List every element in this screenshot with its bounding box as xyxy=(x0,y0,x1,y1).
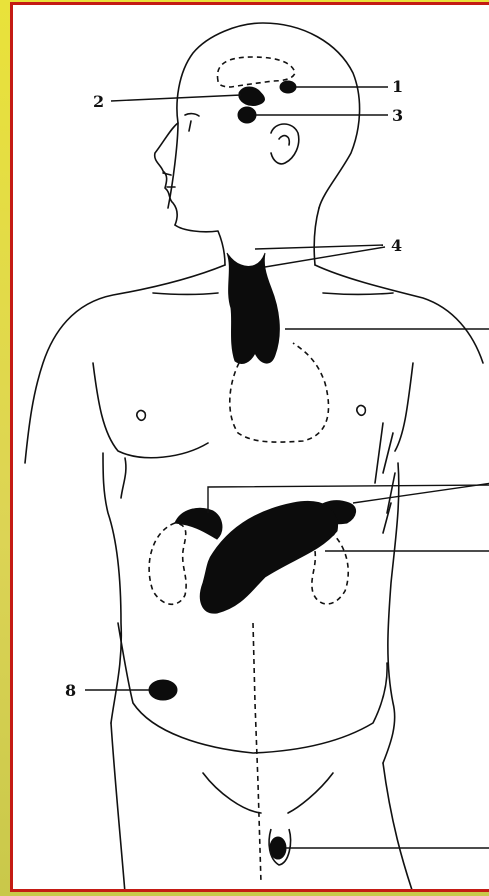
leader-2 xyxy=(111,95,241,101)
waist-left xyxy=(103,453,121,723)
gland-3 xyxy=(238,107,256,123)
nipple-right xyxy=(357,405,366,415)
gland-pancreas xyxy=(200,501,337,613)
nipple-left xyxy=(137,410,146,420)
label-4: 4 xyxy=(391,236,402,255)
neck-back xyxy=(314,208,319,265)
endocrine-diagram: 1 2 3 4 8 xyxy=(13,5,489,892)
kidney-left-dashed xyxy=(149,523,186,604)
label-1: 1 xyxy=(392,77,403,96)
leader-4b xyxy=(265,247,385,267)
groin-left xyxy=(203,773,261,813)
gland-2 xyxy=(239,87,264,106)
leader-4a xyxy=(255,245,383,249)
gland-1 xyxy=(280,81,296,93)
torso-right xyxy=(315,265,483,363)
gland-testis xyxy=(270,837,286,859)
label-8: 8 xyxy=(65,681,76,700)
waist-right xyxy=(383,463,399,763)
eye xyxy=(185,114,199,116)
label-3: 3 xyxy=(392,106,403,125)
label-2: 2 xyxy=(93,92,104,111)
gland-thyroid xyxy=(227,253,279,363)
belly-line xyxy=(121,458,126,498)
groin-right xyxy=(288,773,333,813)
gland-8 xyxy=(149,680,177,700)
gland-adrenal-left xyxy=(175,508,222,539)
ear xyxy=(271,124,299,164)
neck-front xyxy=(175,225,225,265)
diagram-panel: 1 2 3 4 8 xyxy=(10,2,489,892)
